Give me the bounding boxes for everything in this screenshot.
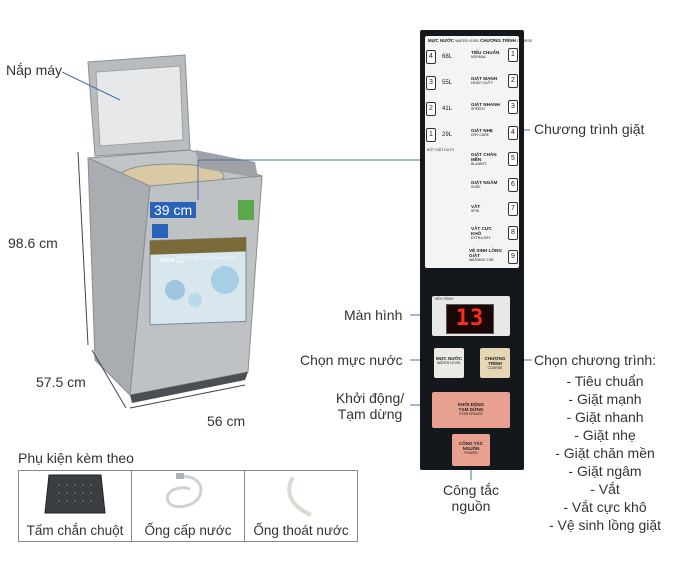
program-5-button[interactable]: 5 <box>508 152 518 166</box>
program-option: - Giặt nhanh <box>566 409 644 425</box>
accessories-title: Phụ kiện kèm theo <box>18 450 134 466</box>
water-level-4-text: 68L <box>442 54 453 60</box>
accessory-cell: Tấm chắn chuột <box>19 471 132 541</box>
depth-label: 39 cm <box>150 202 197 218</box>
width-dim-line <box>129 384 246 409</box>
header-program: CHƯƠNG TRÌNH COURSE <box>480 38 533 43</box>
header-water: MỰC NƯỚC WATER LEVEL <box>428 38 480 43</box>
depth-dim-line <box>91 349 127 409</box>
program-option: - Giặt nhẹ <box>574 427 636 443</box>
display-caption: TIẾN TRÌNH <box>434 297 454 301</box>
accessory-label: Ống cấp nước <box>144 523 232 538</box>
top-control-strip <box>195 150 258 178</box>
water-level-4-button[interactable]: 4 <box>426 50 436 64</box>
accessory-cell: Ống thoát nước <box>245 471 357 541</box>
accessory-label: Tấm chắn chuột <box>26 523 124 538</box>
start-pause-callout: Khởi động/ Tạm dừng <box>335 390 405 422</box>
lid-window <box>95 65 184 147</box>
mouse-guard-icon <box>44 474 106 514</box>
program-options-list: - Tiêu chuẩn - Giặt mạnh - Giặt nhanh - … <box>540 372 670 534</box>
height-dim-line <box>77 151 89 346</box>
water-level-1-button[interactable]: 1 <box>426 128 436 142</box>
side-label: 57.5 cm <box>36 374 86 390</box>
lid-label: Nắp máy <box>6 62 63 78</box>
power-button[interactable]: CÔNG TẮC NGUỒN POWER <box>452 434 490 466</box>
water-inlet-hose-icon <box>165 473 203 509</box>
water-level-2-text: 41L <box>442 106 453 112</box>
program-option: - Vắt cực khô <box>563 499 647 515</box>
start-pause-button[interactable]: KHỞI ĐỘNG TẠM DỪNG START/PAUSE <box>432 392 510 428</box>
control-panel: MỰC NƯỚC WATER LEVEL CHƯƠNG TRÌNH COURSE… <box>420 30 532 470</box>
program-6-button[interactable]: 6 <box>508 178 518 192</box>
bubble-3 <box>211 266 239 294</box>
program-option: - Giặt chăn mền <box>555 445 655 461</box>
program-callout: Chương trình giặt <box>534 121 645 137</box>
accessory-label: Ống thoát nước <box>253 523 349 538</box>
led-display: 13 <box>446 304 494 334</box>
program-7-button[interactable]: 7 <box>508 202 518 216</box>
water-level-1-text: 29L <box>442 132 453 138</box>
water-level-3-button[interactable]: 3 <box>426 76 436 90</box>
bubble-2 <box>188 293 202 307</box>
program-2-button[interactable]: 2 <box>508 74 518 88</box>
drain-hose-icon <box>287 476 312 517</box>
program-select-callout: Chọn chương trình: <box>534 352 657 368</box>
base <box>130 372 248 403</box>
water-level-3-text: 55L <box>442 80 453 86</box>
program-option: - Giặt mạnh <box>568 391 642 407</box>
program-board: MỰC NƯỚC WATER LEVEL CHƯƠNG TRÌNH COURSE… <box>425 36 532 268</box>
program-option: - Vệ sinh lồng giặt <box>548 517 662 533</box>
drum-banner: CHẾ ĐỘ GIẶT LƯỢNG NƯỚC PHÙ HỢP <box>176 256 235 264</box>
water-level-callout: Chọn mực nước <box>300 352 403 368</box>
program-1-button[interactable]: 1 <box>508 48 518 62</box>
accessory-cell: Ống cấp nước <box>132 471 245 541</box>
program-option: - Giặt ngâm <box>568 463 642 479</box>
water-level-button[interactable]: MỰC NƯỚC WATER LEVEL <box>434 348 464 378</box>
energy-sticker <box>238 200 254 220</box>
low-water-note: BỘT GIẶT DƯỚI <box>427 148 454 152</box>
program-9-button[interactable]: 9 <box>508 250 518 264</box>
program-4-button[interactable]: 4 <box>508 126 518 140</box>
water-level-2-button[interactable]: 2 <box>426 102 436 116</box>
brand-sticker <box>152 224 168 238</box>
program-8-button[interactable]: 8 <box>508 226 518 240</box>
accessories-table: Tấm chắn chuột Ống cấp nước Ống thoát nư… <box>18 470 358 542</box>
program-option: - Tiêu chuẩn <box>566 373 644 389</box>
program-3-button[interactable]: 3 <box>508 100 518 114</box>
power-callout: Công tắc nguồn <box>442 482 500 514</box>
brand-text: AQUA <box>160 258 175 264</box>
height-label: 98.6 cm <box>8 235 58 251</box>
width-label: 56 cm <box>207 413 246 429</box>
bubble-1 <box>165 280 185 300</box>
display-box: TIẾN TRÌNH 13 <box>432 296 510 336</box>
screen-callout: Màn hình <box>344 307 403 323</box>
poster-banner <box>150 237 246 255</box>
lid-callout-line <box>61 71 121 101</box>
program-option: - Vắt <box>590 481 620 497</box>
program-button[interactable]: CHƯƠNG TRÌNH COURSE <box>480 348 510 378</box>
